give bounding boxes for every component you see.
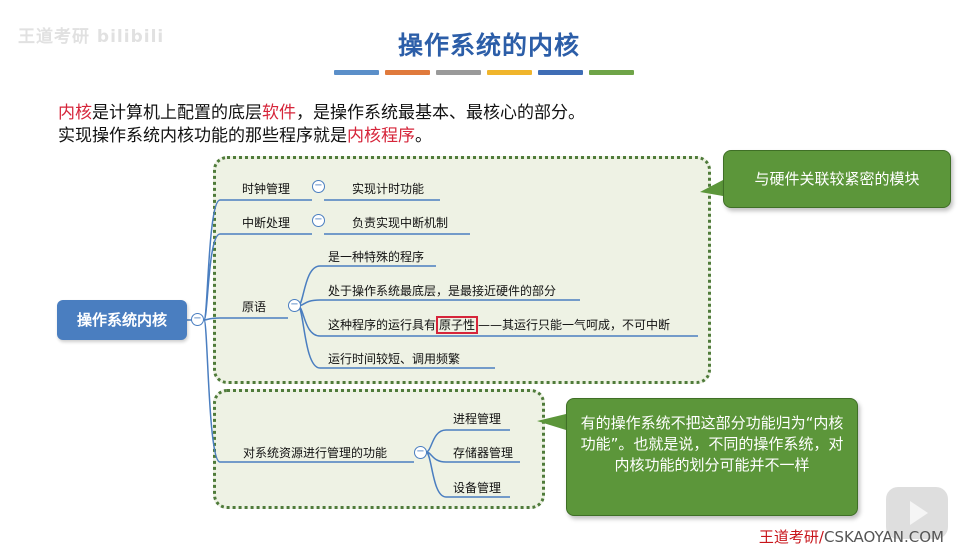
brand-name: 王道考研/	[758, 528, 824, 546]
collapse-toggle-clock[interactable]: −	[312, 180, 325, 193]
collapse-toggle-interrupt[interactable]: −	[312, 214, 325, 227]
intro-text: 。	[415, 126, 432, 146]
root-node-os-kernel[interactable]: 操作系统内核	[57, 300, 187, 340]
color-bar	[385, 70, 430, 75]
callout-kernel-note: 有的操作系统不把这部分功能归为“内核功能”。也就是说，不同的操作系统，对内核功能…	[566, 398, 858, 516]
node-primitive[interactable]: 原语	[242, 300, 267, 314]
color-bar	[436, 70, 481, 75]
bilibili-watermark: 王道考研 bilibili	[18, 27, 165, 47]
node-process-management[interactable]: 进程管理	[453, 412, 502, 426]
color-bar	[589, 70, 634, 75]
atomicity-highlight: 原子性	[436, 316, 479, 334]
node-clock-management[interactable]: 时钟管理	[242, 182, 291, 196]
term-software: 软件	[262, 103, 296, 123]
node-text: 这种程序的运行具有	[328, 318, 437, 332]
term-kernel-program: 内核程序	[347, 126, 415, 146]
intro-text: 实现操作系统内核功能的那些程序就是	[58, 126, 347, 146]
intro-text: 是计算机上配置的底层	[92, 103, 262, 123]
collapse-toggle-resource[interactable]: −	[414, 446, 427, 459]
node-interrupt-handling[interactable]: 中断处理	[242, 216, 291, 230]
node-interrupt-detail[interactable]: 负责实现中断机制	[352, 216, 449, 230]
bilibili-tv-icon	[886, 487, 948, 539]
resource-management-frame	[213, 389, 545, 509]
collapse-toggle-root[interactable]: −	[191, 313, 204, 326]
term-kernel: 内核	[58, 103, 92, 123]
title-color-bars	[334, 70, 634, 75]
brand-url: CSKAOYAN.COM	[823, 528, 944, 546]
node-resource-management[interactable]: 对系统资源进行管理的功能	[243, 446, 388, 460]
color-bar	[538, 70, 583, 75]
color-bar	[487, 70, 532, 75]
node-primitive-item[interactable]: 处于操作系统最底层，是最接近硬件的部分	[328, 284, 557, 298]
intro-line-1: 内核是计算机上配置的底层软件，是操作系统最基本、最核心的部分。	[58, 98, 585, 123]
slide-title: 操作系统的内核	[397, 31, 580, 60]
node-clock-detail[interactable]: 实现计时功能	[352, 182, 425, 196]
node-primitive-item[interactable]: 运行时间较短、调用频繁	[328, 352, 461, 366]
node-primitive-item[interactable]: 这种程序的运行具有原子性——其运行只能一气呵成，不可中断	[328, 316, 671, 334]
node-device-management[interactable]: 设备管理	[453, 481, 502, 495]
intro-text: ，是操作系统最基本、最核心的部分。	[296, 103, 585, 123]
callout-hardware-modules: 与硬件关联较紧密的模块	[723, 150, 951, 208]
node-memory-management[interactable]: 存储器管理	[453, 446, 514, 460]
intro-line-2: 实现操作系统内核功能的那些程序就是内核程序。	[58, 121, 432, 146]
brand-footer: 王道考研/CSKAOYAN.COM	[759, 526, 944, 547]
hardware-related-frame	[213, 156, 711, 384]
collapse-toggle-primitive[interactable]: −	[288, 299, 301, 312]
color-bar	[334, 70, 379, 75]
node-primitive-item[interactable]: 是一种特殊的程序	[328, 250, 425, 264]
node-text: ——其运行只能一气呵成，不可中断	[478, 318, 671, 332]
